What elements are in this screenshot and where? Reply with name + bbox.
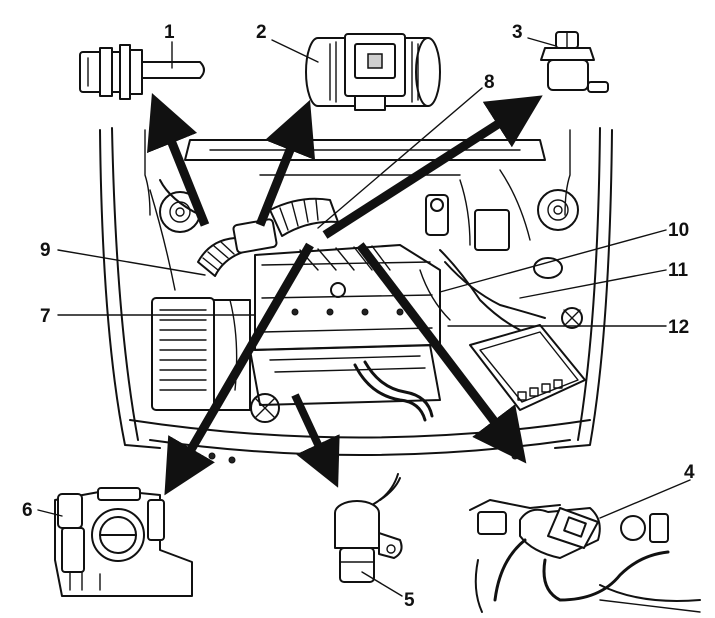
callout-12: 12 xyxy=(668,317,689,338)
arrow-to-part-6 xyxy=(164,242,314,496)
leader-8 xyxy=(317,87,483,229)
engine-bay xyxy=(99,127,613,464)
component-4-throttle-sensor xyxy=(469,499,701,613)
component-6-throttle-body xyxy=(54,487,193,597)
arrow-to-part-3 xyxy=(322,95,543,239)
callout-1: 1 xyxy=(164,22,175,43)
arrow-to-part-4 xyxy=(356,242,527,464)
callout-2: 2 xyxy=(256,22,267,43)
leader-3 xyxy=(527,37,557,47)
callout-8: 8 xyxy=(484,72,495,93)
callout-11: 11 xyxy=(668,260,689,281)
callout-4: 4 xyxy=(684,462,695,483)
callout-10: 10 xyxy=(668,220,689,241)
callout-7: 7 xyxy=(40,306,51,327)
component-1-sensor xyxy=(79,44,205,100)
leader-10 xyxy=(439,229,667,293)
leader-2 xyxy=(271,39,319,63)
callout-3: 3 xyxy=(512,22,523,43)
leader-11 xyxy=(519,269,667,299)
callout-9: 9 xyxy=(40,240,51,261)
arrow-to-part-2 xyxy=(255,99,316,227)
leader-lines xyxy=(37,37,691,597)
leader-6 xyxy=(37,509,63,517)
component-3-pressure-regulator xyxy=(540,31,609,93)
component-5-crank-sensor xyxy=(334,473,403,583)
component-2-air-mass-meter xyxy=(305,33,441,111)
arrow-to-part-5 xyxy=(291,393,340,488)
leader-9 xyxy=(57,249,206,276)
callout-numbers: 1 2 3 4 5 6 7 8 9 10 11 12 xyxy=(22,22,695,611)
callout-6: 6 xyxy=(22,500,33,521)
callout-5: 5 xyxy=(404,590,415,611)
pointer-arrows xyxy=(147,92,543,496)
leader-5 xyxy=(361,571,403,597)
leader-4 xyxy=(599,479,691,519)
arrow-to-part-1 xyxy=(147,92,210,227)
